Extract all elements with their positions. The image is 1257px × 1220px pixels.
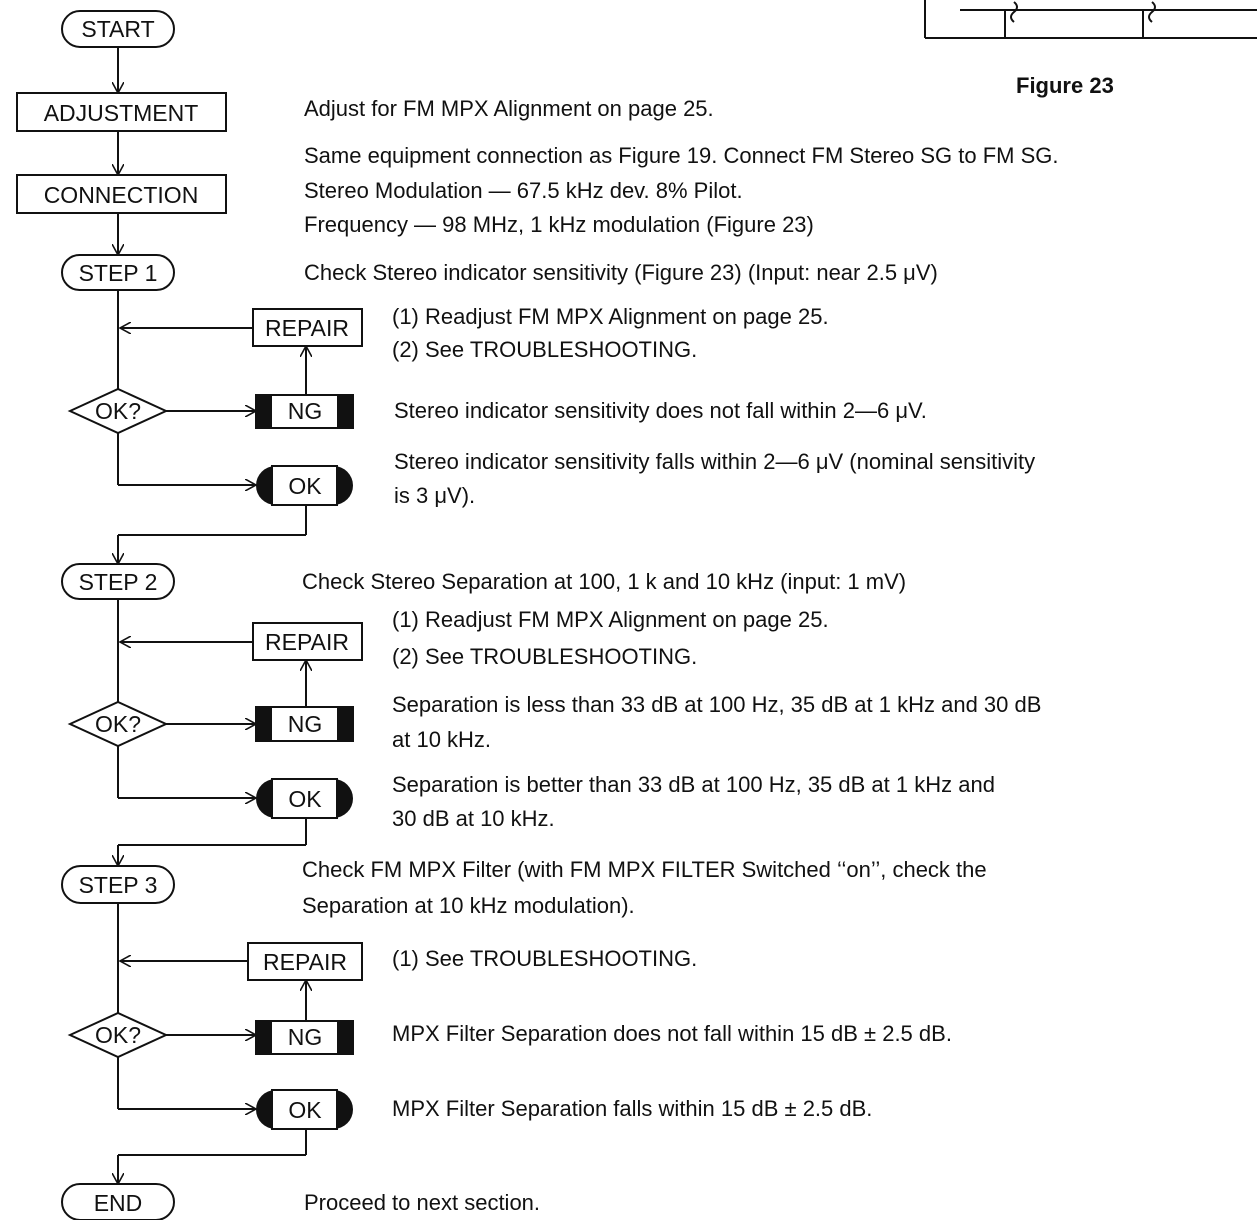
- adjustment-box: [16, 92, 227, 132]
- step1-terminal: [61, 254, 175, 291]
- ng-label-step2: NG: [288, 711, 323, 737]
- ng-label-step1: NG: [288, 398, 323, 424]
- repair-label-step1: REPAIR: [265, 315, 349, 341]
- repair-label-step2: REPAIR: [265, 629, 349, 655]
- decision-label-step1: OK?: [95, 398, 141, 424]
- connection-desc-line-3: Frequency — 98 MHz, 1 kHz modulation (Fi…: [304, 212, 814, 237]
- ok-label-step2: OK: [288, 786, 322, 812]
- decision-diamond-step3: [67, 1011, 169, 1059]
- step2-ng-line-2: at 10 kHz.: [392, 727, 492, 752]
- ok-label-step1: OK: [288, 473, 322, 499]
- step2-label: STEP 2: [79, 569, 158, 595]
- step3-label: STEP 3: [79, 872, 158, 898]
- figure-title: Figure 23: [1016, 73, 1114, 98]
- decision-label-step2: OK?: [95, 711, 141, 737]
- ng-box-step2: [255, 706, 354, 742]
- step2-ng-line-1: Separation is less than 33 dB at 100 Hz,…: [392, 692, 1042, 717]
- start-terminal: [61, 10, 175, 48]
- connection-desc-line-1: Same equipment connection as Figure 19. …: [304, 143, 1059, 168]
- decision-diamond-step1: [67, 387, 169, 435]
- repair-box-step2: [252, 622, 363, 661]
- decision-diamond-step2: [67, 700, 169, 748]
- end-label: END: [94, 1190, 143, 1216]
- step3-check-line-1: Check FM MPX Filter (with FM MPX FILTER …: [302, 857, 987, 882]
- adjustment-label: ADJUSTMENT: [44, 100, 199, 126]
- step2-check-text: Check Stereo Separation at 100, 1 k and …: [302, 569, 907, 594]
- connection-desc-line-2: Stereo Modulation — 67.5 kHz dev. 8% Pil…: [304, 178, 743, 203]
- decision-label-step3: OK?: [95, 1022, 141, 1048]
- repair-box-step3: [247, 942, 363, 981]
- start-label: START: [81, 16, 154, 42]
- connection-box: [16, 174, 227, 214]
- figure-23-circuit-fragment: [924, 0, 1257, 39]
- ng-box-step3: [255, 1020, 354, 1055]
- step1-ok-line-1: Stereo indicator sensitivity falls withi…: [394, 449, 1036, 474]
- ok-terminal-step1: [256, 465, 353, 506]
- step3-repair-line-1: (1) See TROUBLESHOOTING.: [392, 946, 698, 971]
- step1-ng-text: Stereo indicator sensitivity does not fa…: [394, 398, 927, 423]
- step2-ok-line-2: 30 dB at 10 kHz.: [392, 806, 555, 831]
- step3-ng-text: MPX Filter Separation does not fall with…: [392, 1021, 952, 1046]
- step3-terminal: [61, 865, 175, 904]
- repair-label-step3: REPAIR: [263, 949, 347, 975]
- ng-label-step3: NG: [288, 1024, 323, 1050]
- ok-label-step3: OK: [288, 1097, 322, 1123]
- step1-repair-line-1: (1) Readjust FM MPX Alignment on page 25…: [392, 304, 829, 329]
- ng-box-step1: [255, 394, 354, 429]
- step2-repair-line-1: (1) Readjust FM MPX Alignment on page 25…: [392, 607, 829, 632]
- step2-ok-line-1: Separation is better than 33 dB at 100 H…: [392, 772, 995, 797]
- repair-box-step1: [252, 308, 363, 347]
- ok-terminal-step2: [256, 778, 353, 819]
- connection-label: CONNECTION: [44, 182, 199, 208]
- step1-repair-line-2: (2) See TROUBLESHOOTING.: [392, 337, 698, 362]
- step1-check-text: Check Stereo indicator sensitivity (Figu…: [304, 260, 938, 285]
- step1-ok-line-2: is 3 μV).: [394, 483, 476, 508]
- ok-terminal-step3: [256, 1089, 353, 1130]
- adjustment-desc: Adjust for FM MPX Alignment on page 25.: [304, 96, 714, 121]
- step2-terminal: [61, 563, 175, 600]
- end-terminal: [61, 1183, 175, 1220]
- end-desc: Proceed to next section.: [304, 1190, 541, 1215]
- step1-label: STEP 1: [79, 260, 158, 286]
- step2-repair-line-2: (2) See TROUBLESHOOTING.: [392, 644, 698, 669]
- step3-ok-text: MPX Filter Separation falls within 15 dB…: [392, 1096, 873, 1121]
- step3-check-line-2: Separation at 10 kHz modulation).: [302, 893, 635, 918]
